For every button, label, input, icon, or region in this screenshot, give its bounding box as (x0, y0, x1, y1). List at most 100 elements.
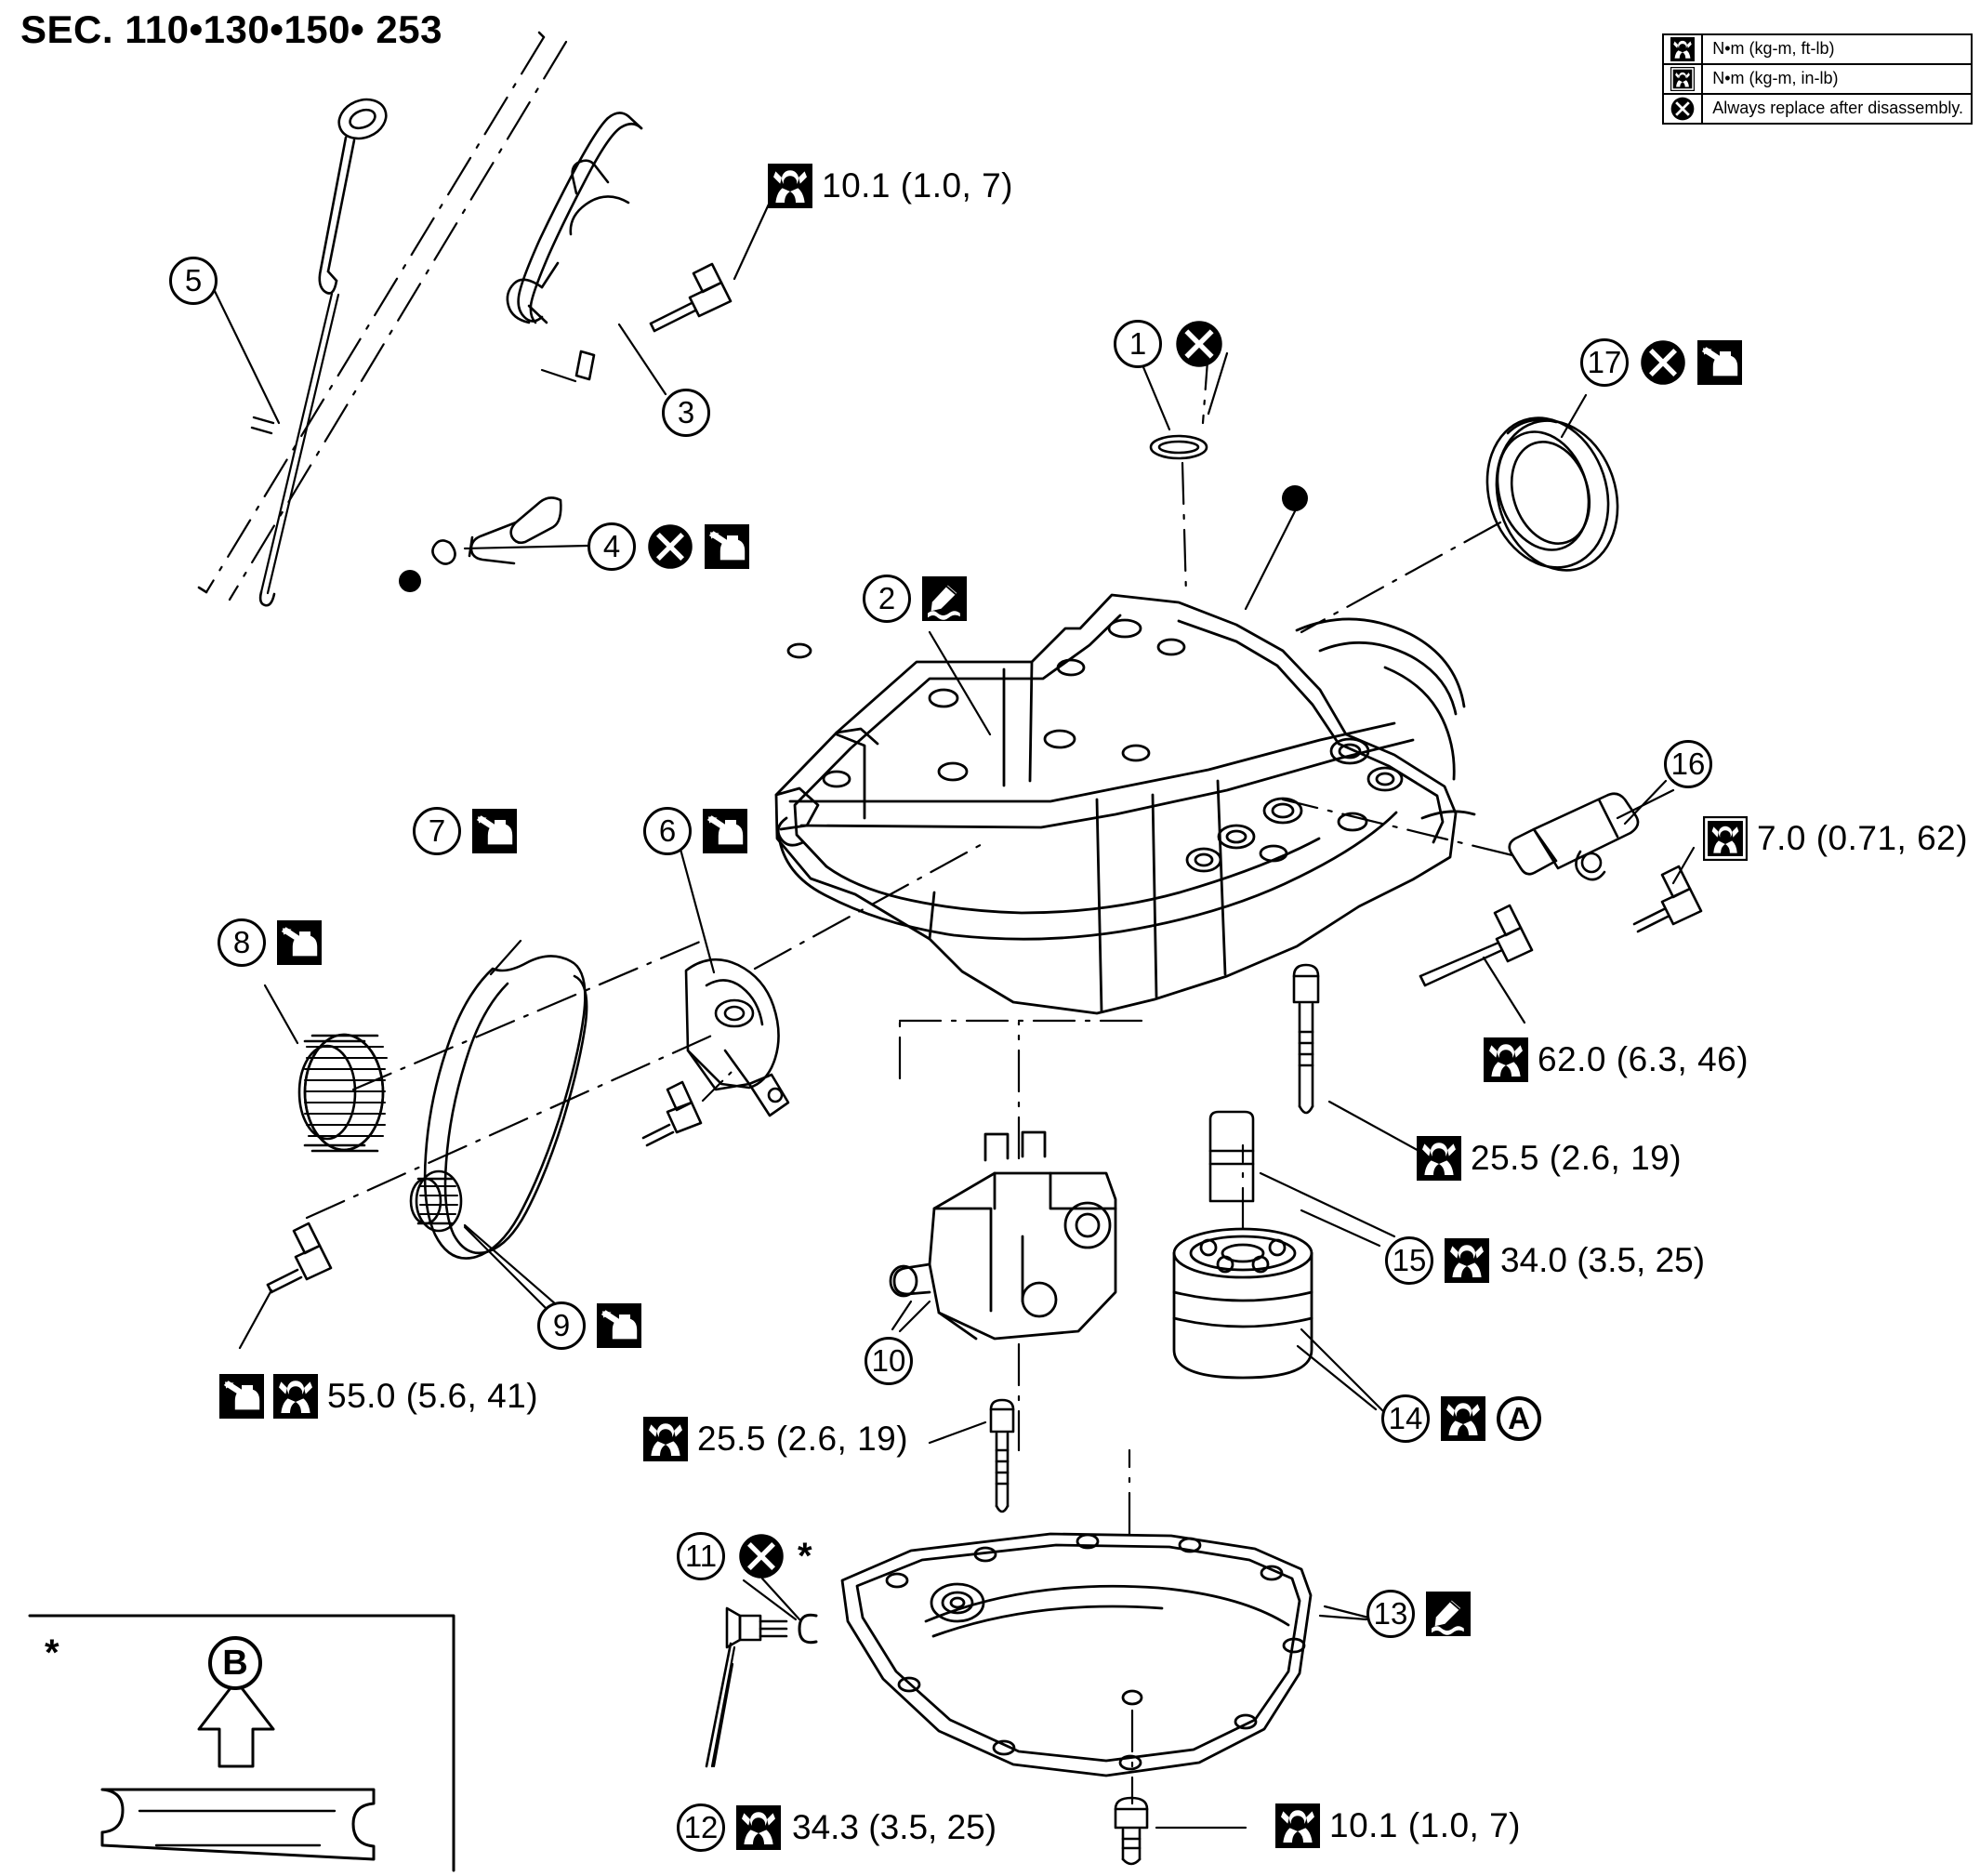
torque-spec-sprocket: 55.0 (5.6, 41) (219, 1374, 538, 1419)
wrench-ftlb-icon (1664, 35, 1704, 63)
torque-spec-sensor: 7.0 (0.71, 62) (1703, 816, 1968, 861)
callout-9-number: 9 (552, 1308, 571, 1342)
callout-15-group: 15 34.0 (3.5, 25) (1385, 1236, 1705, 1285)
callout-1-group: 1 (1114, 320, 1223, 368)
legend-label-inlb: N•m (kg-m, in-lb) (1712, 69, 1839, 87)
wrench-ftlb-icon (1484, 1037, 1528, 1082)
oiler-icon (597, 1303, 641, 1348)
callout-11[interactable]: 11 (677, 1532, 725, 1580)
callout-13-group: 13 (1366, 1590, 1471, 1638)
callout-11-number: 11 (684, 1539, 718, 1573)
wrench-ftlb-icon (768, 164, 812, 208)
callout-13-number: 13 (1373, 1596, 1408, 1631)
callout-7[interactable]: 7 (413, 807, 461, 855)
callout-3[interactable]: 3 (662, 389, 710, 437)
callout-6-group: 6 (643, 807, 747, 855)
callout-13[interactable]: 13 (1366, 1590, 1415, 1638)
callout-12-number: 12 (683, 1810, 719, 1844)
torque-value-panbolt: 10.1 (1.0, 7) (1329, 1806, 1522, 1844)
replace-x-icon (647, 523, 693, 570)
oiler-icon (1697, 340, 1742, 385)
wrench-ftlb-icon (736, 1805, 781, 1850)
callout-7-number: 7 (428, 813, 446, 848)
wrench-ftlb-icon (1445, 1238, 1489, 1283)
callout-2[interactable]: 2 (863, 575, 911, 623)
replace-x-icon (1640, 339, 1686, 386)
callout-12-group: 12 34.3 (3.5, 25) (677, 1803, 997, 1852)
wrench-ftlb-icon (273, 1374, 318, 1419)
wrench-ftlb-icon (1417, 1136, 1461, 1181)
torque-value-top: 10.1 (1.0, 7) (822, 166, 1014, 205)
oiler-icon (703, 809, 747, 853)
callout-15[interactable]: 15 (1385, 1236, 1433, 1285)
callout-3-number: 3 (677, 395, 695, 429)
callout-6[interactable]: 6 (643, 807, 692, 855)
torque-value-bracket: 62.0 (6.3, 46) (1538, 1040, 1749, 1078)
callout-16-number: 16 (1670, 746, 1706, 781)
callout-5-number: 5 (184, 263, 203, 297)
callout-9-group: 9 (537, 1301, 641, 1350)
callout-10[interactable]: 10 (865, 1337, 913, 1385)
callout-7-group: 7 (413, 807, 517, 855)
callout-12-torque: 34.3 (3.5, 25) (792, 1808, 997, 1846)
callout-14-group: 14 A (1381, 1394, 1541, 1443)
legend-row-inlb: N•m (kg-m, in-lb) (1664, 65, 1971, 95)
torque-spec-panbolt: 10.1 (1.0, 7) (1275, 1803, 1521, 1848)
replace-x-icon (738, 1533, 785, 1579)
callout-16[interactable]: 16 (1664, 740, 1712, 788)
inset-asterisk: * (45, 1632, 59, 1673)
legend-box: N•m (kg-m, ft-lb) N•m (kg (1662, 33, 1973, 125)
torque-value-sensor: 7.0 (0.71, 62) (1757, 819, 1969, 857)
page-title: SEC. 110•130•150• 253 (20, 7, 442, 51)
callout-17-group: 17 (1580, 338, 1742, 387)
callout-2-number: 2 (878, 581, 896, 615)
torque-value-oilpump: 25.5 (2.6, 19) (697, 1420, 909, 1458)
torque-value-strainer: 25.5 (2.6, 19) (1471, 1139, 1683, 1177)
oiler-icon (219, 1374, 264, 1419)
callout-11-group: 11 * (677, 1532, 812, 1580)
callout-6-number: 6 (658, 813, 677, 848)
callout-4[interactable]: 4 (587, 522, 636, 571)
legend-row-replace: Always replace after disassembly. (1664, 95, 1971, 123)
callout-8[interactable]: 8 (218, 918, 266, 967)
wrench-ftlb-icon (643, 1417, 688, 1461)
callout-12[interactable]: 12 (677, 1803, 725, 1852)
callout-4-number: 4 (602, 529, 621, 563)
callout-8-number: 8 (232, 925, 251, 959)
callout-5[interactable]: 5 (169, 257, 218, 305)
wrench-ftlb-icon (1441, 1396, 1485, 1441)
wrench-inlb-icon (1664, 65, 1704, 93)
callout-1-number: 1 (1129, 326, 1147, 361)
torque-spec-bracket: 62.0 (6.3, 46) (1484, 1037, 1749, 1082)
callout-1[interactable]: 1 (1114, 320, 1162, 368)
callout-4-group: 4 (587, 522, 749, 571)
callout-8-group: 8 (218, 918, 322, 967)
legend-row-ftlb: N•m (kg-m, ft-lb) (1664, 35, 1971, 65)
callout-15-number: 15 (1392, 1243, 1427, 1277)
callout-15-torque: 34.0 (3.5, 25) (1500, 1241, 1706, 1279)
sealant-icon (922, 576, 967, 621)
torque-value-sprocket: 55.0 (5.6, 41) (327, 1377, 539, 1415)
sealant-icon (1426, 1592, 1471, 1636)
callout-14-number: 14 (1388, 1401, 1423, 1435)
asterisk-marker: * (798, 1536, 812, 1577)
callout-14[interactable]: 14 (1381, 1394, 1430, 1443)
torque-spec-oilpump: 25.5 (2.6, 19) (643, 1417, 908, 1461)
oiler-icon (277, 920, 322, 965)
callout-17[interactable]: 17 (1580, 338, 1629, 387)
torque-spec-top: 10.1 (1.0, 7) (768, 164, 1013, 208)
callout-2-group: 2 (863, 575, 967, 623)
wrench-inlb-icon (1703, 816, 1748, 861)
callout-9[interactable]: 9 (537, 1301, 586, 1350)
callout-17-number: 17 (1587, 345, 1622, 379)
oiler-icon (705, 524, 749, 569)
legend-label-replace: Always replace after disassembly. (1712, 99, 1963, 117)
callout-10-number: 10 (871, 1343, 906, 1378)
replace-x-icon (1175, 320, 1223, 368)
legend-label-ftlb: N•m (kg-m, ft-lb) (1712, 39, 1835, 58)
oiler-icon (472, 809, 517, 853)
circle-a-icon: A (1497, 1396, 1541, 1441)
wrench-ftlb-icon (1275, 1803, 1320, 1848)
